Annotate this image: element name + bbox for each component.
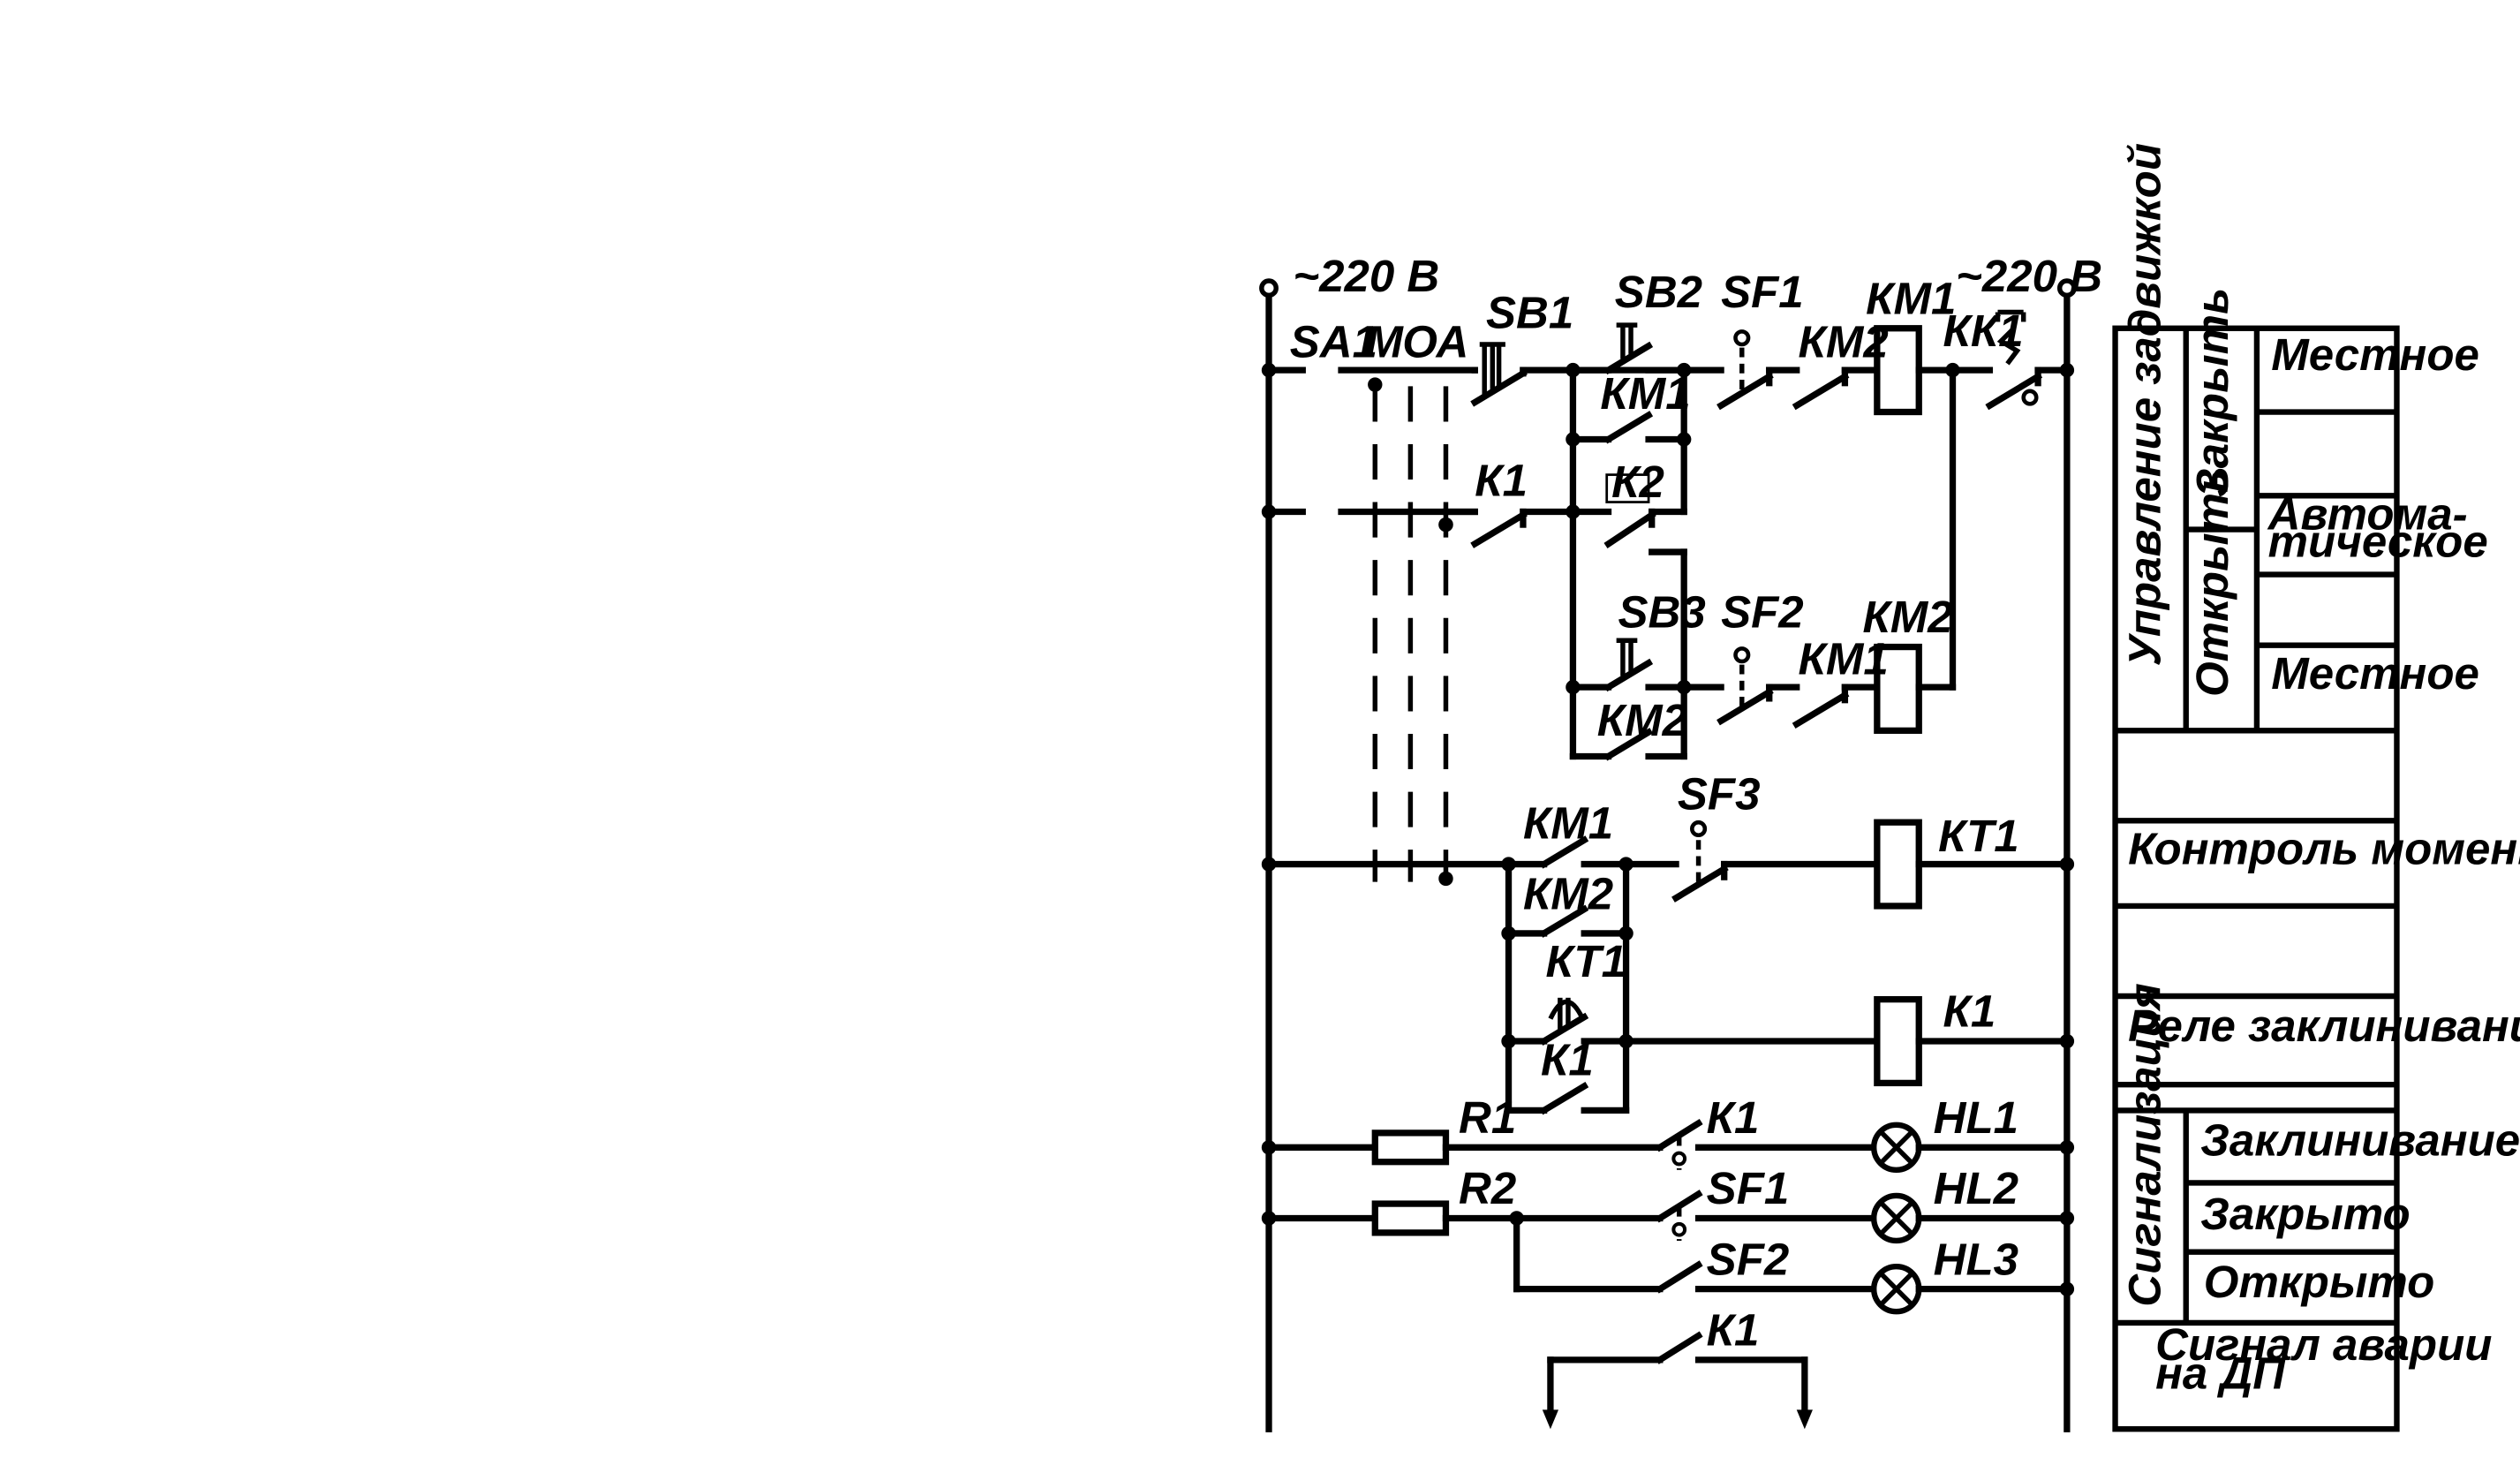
rung-close-km1 — [1261, 309, 2075, 760]
left-supply-terminal — [1259, 278, 1279, 298]
sb1-label: SB1 — [1486, 288, 1573, 338]
sa1-position-o: О — [1402, 317, 1437, 367]
sf2-signal-label: SF2 — [1707, 1234, 1790, 1284]
sf1-signal-label: SF1 — [1707, 1163, 1790, 1213]
hl1-label: HL1 — [1934, 1092, 2018, 1143]
table-open: Открыть — [2187, 466, 2237, 697]
kt1-contact-label: КТ1 — [1545, 936, 1626, 986]
table-signaling: Сигнализация — [2120, 983, 2170, 1307]
table-alarm-line1: Сигнал аварии — [2155, 1319, 2492, 1370]
right-power-rail — [2056, 278, 2077, 1432]
rung-signal-hl3 — [1513, 1214, 2075, 1315]
k1-signal-label: К1 — [1707, 1092, 1760, 1143]
right-supply-label: ~220 В — [1956, 251, 2102, 301]
right-supply-terminal — [2056, 278, 2077, 298]
km2-coil-label: КМ2 — [1862, 592, 1952, 642]
km1-hold-label: КМ1 — [1600, 368, 1690, 419]
sf2-label: SF2 — [1721, 587, 1804, 638]
table-auto-line1: Автома- — [2267, 489, 2468, 540]
alarm-arrow-left-icon — [1542, 1409, 1559, 1430]
km2-hold-label: КМ2 — [1597, 695, 1687, 745]
sf3-label: SF3 — [1678, 769, 1761, 820]
hl2-label: HL2 — [1934, 1163, 2018, 1213]
alarm-arrow-right-icon — [1796, 1409, 1813, 1430]
rung-automatic — [1261, 504, 1687, 760]
r2-label: R2 — [1459, 1163, 1516, 1213]
rung-open-km2 — [1566, 366, 1957, 761]
hl3-label: HL3 — [1934, 1234, 2018, 1284]
k2-label-box — [1605, 473, 1650, 503]
rung-alarm-output — [1542, 1331, 1813, 1430]
table-valve-control: Управление задвижкой — [2120, 143, 2170, 666]
table-jam-relay: Реле заклинивания — [2128, 1001, 2520, 1051]
table-close: Закрыть — [2187, 288, 2237, 497]
km1-nc-label: КМ1 — [1799, 634, 1889, 684]
table-sig-closed: Закрыто — [2200, 1189, 2411, 1239]
rung-signal-hl2 — [1261, 1190, 2075, 1244]
selector-switch-sa1 — [1265, 366, 1478, 887]
km2-nc-label: КМ2 — [1799, 317, 1889, 367]
sa1-position-m: М — [1365, 317, 1404, 367]
left-supply-label: ~220 В — [1293, 251, 1439, 301]
function-table — [2112, 325, 2400, 1432]
table-auto-line2: тическое — [2268, 517, 2488, 567]
kk1-label: КК1 — [1943, 306, 2024, 356]
k1-coil-label: К1 — [1943, 986, 1996, 1037]
left-power-rail — [1259, 278, 1279, 1432]
rung-torque-kt1 — [1261, 819, 2075, 1114]
table-local-bottom: Местное — [2271, 648, 2479, 699]
sb2-label: SB2 — [1615, 267, 1702, 317]
k1-auto-label: К1 — [1475, 455, 1528, 505]
kt1-coil-label: КТ1 — [1938, 811, 2019, 861]
table-sig-jam: Заклинивание — [2200, 1114, 2520, 1165]
r1-label: R1 — [1459, 1092, 1516, 1143]
table-sig-opened: Открыто — [2204, 1257, 2434, 1307]
k1-hold-label: К1 — [1541, 1034, 1594, 1084]
k2-label: К2 — [1611, 457, 1664, 507]
table-alarm-line2: на ДП — [2155, 1348, 2286, 1399]
table-torque-control: Контроль момента — [2128, 824, 2520, 874]
rung-signal-hl1 — [1261, 1118, 2075, 1173]
table-local-top: Местное — [2271, 329, 2479, 380]
km1-torque-label: КМ1 — [1523, 797, 1613, 848]
rung-jam-relay-k1 — [1501, 996, 2075, 1115]
sb3-label: SB3 — [1618, 587, 1705, 638]
km2-torque-label: КМ2 — [1523, 869, 1613, 919]
km1-coil-label: КМ1 — [1866, 273, 1956, 323]
k1-alarm-label: К1 — [1707, 1304, 1760, 1355]
sa1-label: SA1 — [1290, 317, 1377, 367]
sa1-position-a: А — [1435, 317, 1469, 367]
sf1-label: SF1 — [1721, 267, 1804, 317]
